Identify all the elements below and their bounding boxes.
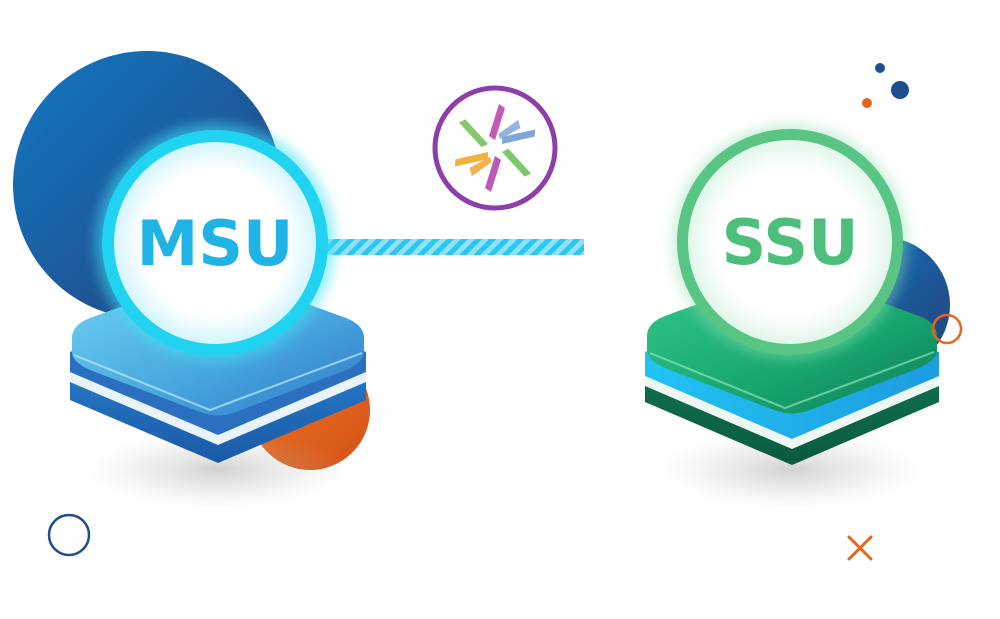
hub-logo-ring (432, 85, 558, 211)
hub-logo[interactable] (432, 85, 558, 211)
msu-node-face (114, 142, 316, 344)
left-platform-shadow (88, 432, 348, 508)
connector-bar (322, 239, 584, 255)
ssu-node[interactable]: SSU (672, 124, 908, 360)
msu-node[interactable]: MSU (95, 123, 335, 363)
right-platform-shadow (660, 432, 920, 508)
msu-label: MSU (137, 207, 294, 280)
ssu-label: SSU (722, 206, 859, 279)
decor-dot-orange (862, 98, 872, 108)
decor-dot-navy-large (891, 81, 909, 99)
decor-cross-orange (847, 535, 873, 561)
ssu-node-face (688, 140, 892, 344)
right-platform-highlight-edge (649, 351, 935, 410)
left-platform-highlight-edge (73, 352, 363, 412)
decor-ring-orange (931, 313, 963, 345)
decor-dot-navy-small (875, 63, 885, 73)
snowflake-emblem-icon (454, 104, 536, 192)
decor-ring-navy (47, 513, 91, 557)
